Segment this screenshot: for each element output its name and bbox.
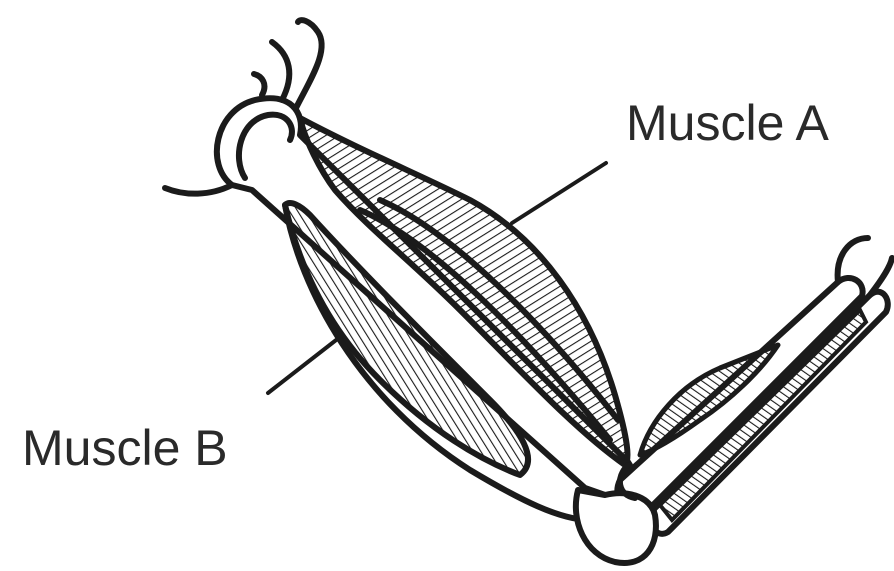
- muscle-b-leader-line: [268, 337, 340, 393]
- muscle-a-label: Muscle A: [626, 95, 830, 151]
- muscle-b-label: Muscle B: [22, 420, 228, 476]
- forearm-bones: [617, 238, 892, 534]
- muscle-a-leader-line: [512, 163, 606, 223]
